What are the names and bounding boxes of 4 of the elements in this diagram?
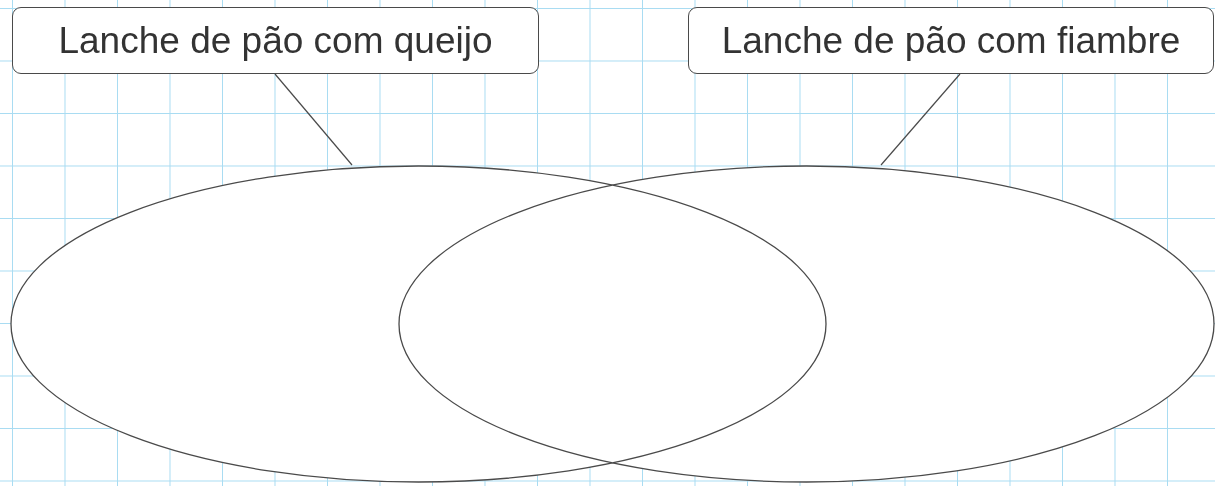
label-box: Lanche de pão com queijo bbox=[12, 7, 539, 74]
label-box: Lanche de pão com fiambre bbox=[688, 7, 1214, 74]
venn-ellipse bbox=[398, 165, 1215, 483]
leader-line bbox=[274, 73, 353, 166]
